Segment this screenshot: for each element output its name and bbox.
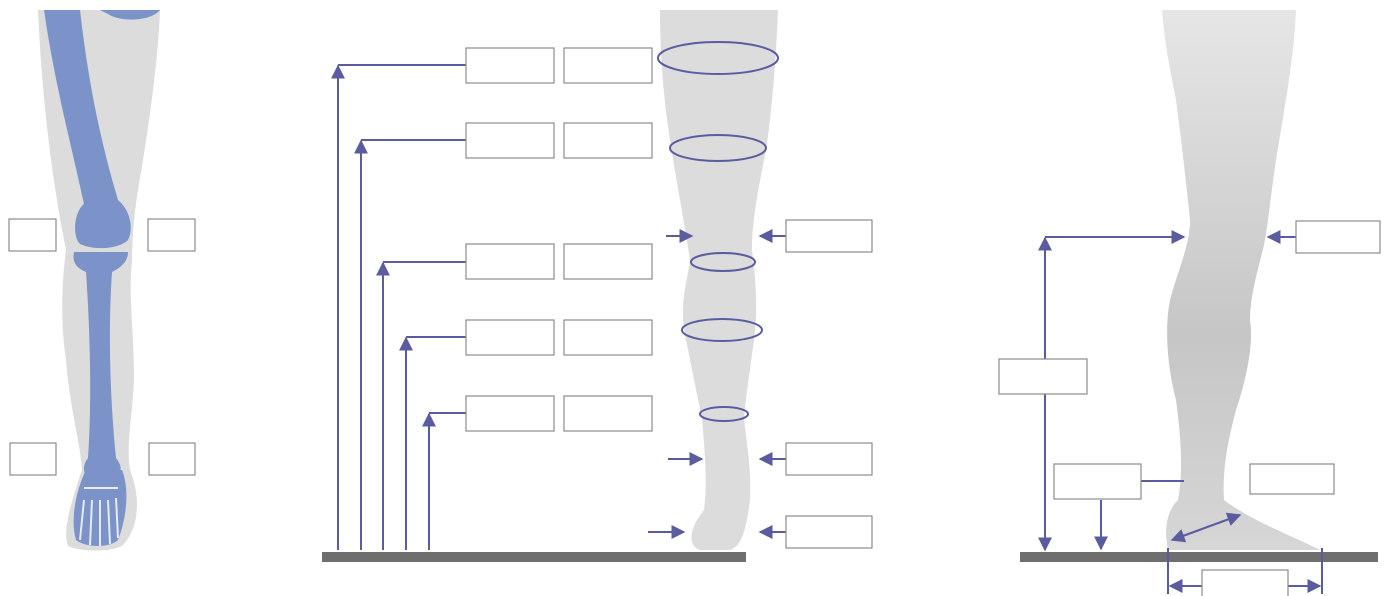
side-box-heel[interactable] bbox=[1053, 463, 1142, 500]
ring-below-knee bbox=[690, 252, 756, 272]
height-box-4[interactable] bbox=[465, 319, 555, 356]
side-box-foot-length[interactable] bbox=[1201, 569, 1289, 596]
circumference-box-4[interactable] bbox=[563, 319, 653, 356]
height-box-2[interactable] bbox=[465, 122, 555, 159]
skeleton-box-left-knee[interactable] bbox=[8, 218, 57, 252]
front-leg-panel bbox=[322, 10, 873, 562]
side-leg-panel bbox=[998, 10, 1381, 596]
circumference-rings bbox=[657, 41, 779, 422]
ring-above-knee bbox=[669, 134, 767, 162]
circumference-box-2[interactable] bbox=[563, 122, 653, 159]
skeleton-box-right-ankle[interactable] bbox=[148, 442, 196, 476]
height-box-1[interactable] bbox=[465, 47, 555, 84]
circumference-box-5[interactable] bbox=[563, 395, 653, 432]
ring-thigh bbox=[657, 41, 779, 75]
hip-joint bbox=[100, 10, 160, 20]
side-ground-bar bbox=[1020, 552, 1378, 562]
width-box-foot[interactable] bbox=[785, 515, 873, 549]
tibia-bone bbox=[73, 252, 128, 478]
height-box-3[interactable] bbox=[465, 243, 555, 280]
side-box-knee-height[interactable] bbox=[998, 358, 1088, 395]
width-box-knee[interactable] bbox=[785, 219, 873, 253]
side-box-knee-back[interactable] bbox=[1295, 220, 1381, 254]
side-box-instep[interactable] bbox=[1249, 463, 1335, 495]
skeleton-panel bbox=[8, 10, 196, 551]
width-arrows bbox=[648, 229, 786, 539]
skeleton-box-left-ankle[interactable] bbox=[9, 442, 57, 476]
side-leg-silhouette bbox=[1162, 10, 1320, 550]
ring-calf bbox=[681, 318, 763, 342]
femur-bone bbox=[44, 10, 131, 249]
toe-bones bbox=[79, 487, 119, 546]
width-box-ankle[interactable] bbox=[785, 442, 873, 476]
height-box-5[interactable] bbox=[465, 395, 555, 432]
ring-ankle bbox=[699, 406, 749, 422]
front-leg-silhouette bbox=[660, 10, 778, 550]
skeleton-box-right-knee[interactable] bbox=[147, 218, 196, 252]
height-arrows bbox=[331, 64, 466, 550]
circumference-box-3[interactable] bbox=[563, 243, 653, 280]
front-ground-bar bbox=[322, 552, 746, 562]
circumference-box-1[interactable] bbox=[563, 47, 653, 84]
